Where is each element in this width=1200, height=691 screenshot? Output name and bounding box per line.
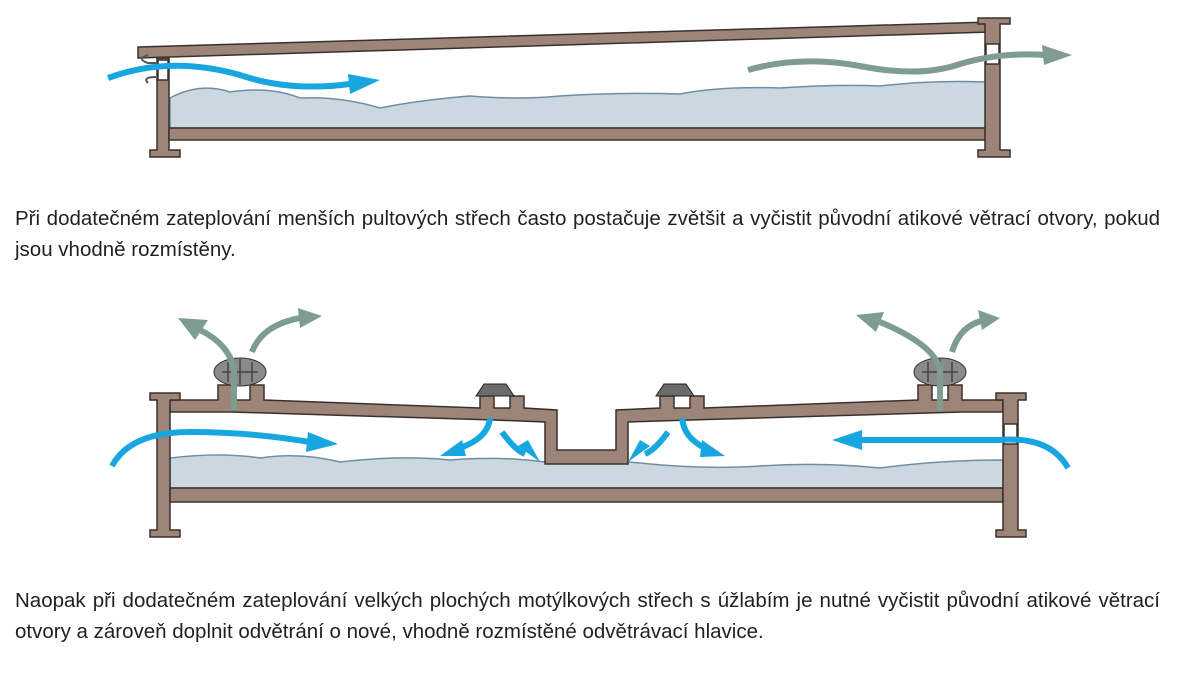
vent-grille-icon (141, 54, 157, 84)
mono-pitch-roof-diagram (106, 17, 1072, 158)
arrowhead-icon (1042, 45, 1072, 65)
floor-slab (168, 127, 988, 141)
floor-slab (169, 487, 1004, 503)
butterfly-roof-diagram (109, 308, 1071, 538)
insulation-layer (169, 80, 988, 129)
roof-slab (137, 21, 991, 59)
left-parapet-wall (149, 57, 181, 158)
intake-airflow-arrow (106, 62, 351, 90)
arrowhead-icon (348, 74, 380, 94)
roof-slab-left (169, 384, 1004, 465)
arrowhead-icon (178, 308, 1000, 340)
caption-top: Při dodatečném zateplování menších pulto… (15, 207, 1160, 261)
arrowhead-icon (306, 430, 862, 462)
vent-head-left-icon (475, 383, 515, 397)
turbine-vent-left-icon (213, 357, 267, 387)
vent-head-right-icon (655, 383, 695, 397)
left-parapet-wall (149, 392, 181, 538)
left-vent-opening (157, 59, 169, 81)
insulation-layer (169, 454, 1004, 489)
exhaust-airflow-arrow (747, 51, 1046, 75)
caption-bottom: Naopak při dodatečném zateplování velkýc… (15, 589, 1160, 643)
